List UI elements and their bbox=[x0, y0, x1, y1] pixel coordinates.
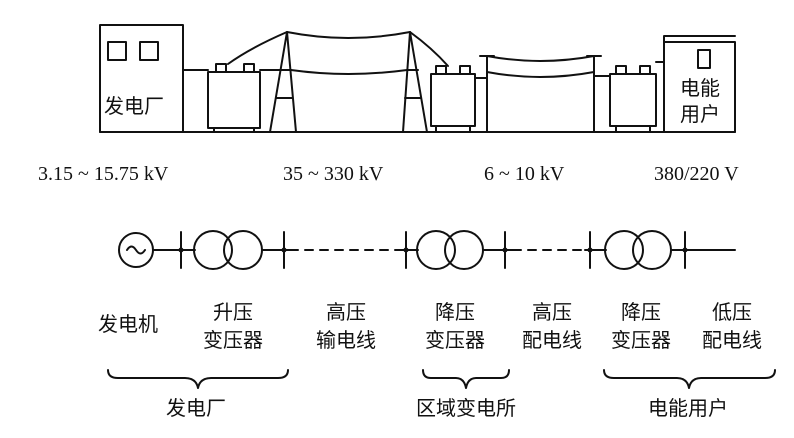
distribution-poles bbox=[479, 55, 602, 133]
group-consumer-label: 电能用户 bbox=[648, 396, 728, 420]
consumer-building bbox=[663, 35, 736, 133]
power-plant-label: 发电厂 bbox=[104, 94, 164, 118]
step-down-symbol-a bbox=[416, 230, 456, 270]
step-down-label-line1: 降压 bbox=[435, 300, 475, 324]
consumer-transformer-drawing bbox=[593, 61, 665, 133]
voltage-distribution: 6 ~ 10 kV bbox=[484, 163, 565, 185]
substation-transformer-drawing bbox=[430, 65, 488, 133]
hv-transmission-line-label: 高压 输电线 bbox=[308, 298, 384, 354]
conductor-right-drop bbox=[409, 31, 449, 67]
step-down2-symbol-b bbox=[632, 230, 672, 270]
group-substation-label: 区域变电所 bbox=[416, 396, 516, 420]
step-down2-symbol-a bbox=[604, 230, 644, 270]
hv-line-label-line1: 高压 bbox=[326, 300, 366, 324]
conductor-left-drop bbox=[227, 31, 288, 65]
lv-distribution-line-label: 低压 配电线 bbox=[694, 298, 770, 354]
lv-dist-label-line2: 配电线 bbox=[702, 328, 762, 352]
step-up-label-line2: 变压器 bbox=[203, 328, 263, 352]
voltage-consumer: 380/220 V bbox=[654, 163, 739, 185]
step-up-label-line1: 升压 bbox=[213, 300, 253, 324]
step-up-transformer-label: 升压 变压器 bbox=[192, 298, 274, 354]
consumer-label-line2: 用户 bbox=[680, 102, 720, 126]
power-plant-building bbox=[99, 24, 209, 133]
step-up-symbol-a bbox=[193, 230, 233, 270]
hv-conductor-top bbox=[286, 31, 411, 39]
hv-conductor-lower bbox=[290, 69, 408, 75]
step-down2-label-line1: 降压 bbox=[621, 300, 661, 324]
consumer-label-line1: 电能 bbox=[680, 76, 720, 100]
voltage-transmission: 35 ~ 330 kV bbox=[283, 163, 384, 185]
step-down-transformer-label: 降压 变压器 bbox=[414, 298, 496, 354]
group-power-plant-label: 发电厂 bbox=[166, 396, 226, 420]
hv-dist-label-line1: 高压 bbox=[532, 300, 572, 324]
step-down-transformer2-label: 降压 变压器 bbox=[600, 298, 682, 354]
hv-line-label-line2: 输电线 bbox=[316, 328, 376, 352]
hv-dist-label-line2: 配电线 bbox=[522, 328, 582, 352]
brace-consumer bbox=[603, 369, 776, 389]
generator-label: 发电机 bbox=[98, 312, 158, 336]
tower-left bbox=[269, 31, 297, 133]
tower-right bbox=[402, 31, 428, 133]
lv-dist-label-line1: 低压 bbox=[712, 300, 752, 324]
brace-substation bbox=[422, 369, 510, 389]
step-down2-label-line2: 变压器 bbox=[611, 328, 671, 352]
voltage-generation: 3.15 ~ 15.75 kV bbox=[38, 163, 169, 185]
step-down-label-line2: 变压器 bbox=[425, 328, 485, 352]
hv-distribution-line-label: 高压 配电线 bbox=[514, 298, 590, 354]
step-down-symbol-b bbox=[444, 230, 484, 270]
brace-power-plant bbox=[107, 369, 289, 389]
step-up-symbol-b bbox=[223, 230, 263, 270]
single-line-schematic bbox=[118, 230, 736, 270]
